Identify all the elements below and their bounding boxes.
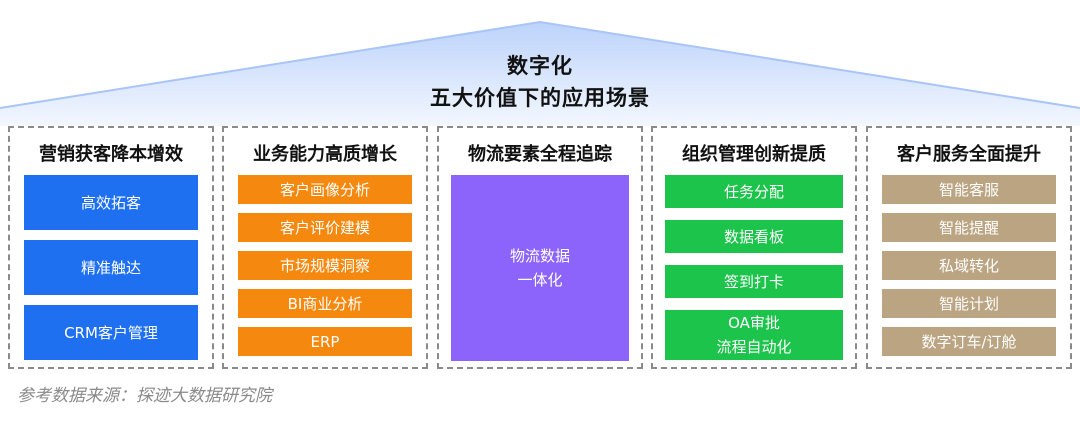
scenario-label: 任务分配	[723, 182, 784, 201]
scenario-box: 客户评价建模	[238, 213, 412, 242]
scenario-box: 精准触达	[24, 240, 198, 295]
column-title: 组织管理创新提质	[682, 144, 826, 165]
scenario-box: 高效拓客	[24, 175, 198, 230]
scenario-box: 智能计划	[882, 289, 1056, 318]
scenario-box: 签到打卡	[665, 265, 843, 298]
scenario-box: 数据看板	[665, 220, 843, 253]
scenario-label: ERP	[310, 332, 340, 351]
diagram-title-line-2: 五大价值下的应用场景	[430, 86, 650, 110]
scenario-box: 智能客服	[882, 175, 1056, 204]
scenario-box: 智能提醒	[882, 213, 1056, 242]
source-note: 参考数据来源：探迹大数据研究院	[17, 386, 272, 406]
scenario-box: 任务分配	[665, 175, 843, 208]
scenario-box: 市场规模洞察	[238, 251, 412, 280]
scenario-label: 数字订车/订舱	[921, 332, 1017, 351]
column-organization: 组织管理创新提质 任务分配 数据看板 签到打卡 OA审批 流程自动化	[651, 126, 857, 369]
scenario-box: 客户画像分析	[238, 175, 412, 204]
diagram-title-line-1: 数字化	[507, 54, 573, 78]
roof-graphic	[0, 20, 1080, 126]
column-business: 业务能力高质增长 客户画像分析 客户评价建模 市场规模洞察 BI商业分析 ERP	[222, 126, 428, 369]
scenario-label: 高效拓客	[80, 193, 141, 212]
scenario-label: 市场规模洞察	[279, 256, 370, 275]
column-title: 营销获客降本增效	[39, 144, 183, 165]
column-customer-service: 客户服务全面提升 智能客服 智能提醒 私域转化 智能计划 数字订车/订舱	[866, 126, 1072, 369]
scenario-label: 数据看板	[723, 227, 784, 246]
scenario-label: 智能客服	[938, 180, 999, 199]
column-title: 物流要素全程追踪	[468, 144, 612, 165]
scenario-label: 签到打卡	[723, 272, 784, 291]
scenario-box: OA审批 流程自动化	[665, 310, 843, 360]
scenario-label-line-2: 一体化	[517, 271, 563, 289]
scenario-label: 私域转化	[938, 256, 999, 275]
scenario-label: 智能提醒	[938, 218, 999, 237]
column-marketing: 营销获客降本增效 高效拓客 精准触达 CRM客户管理	[8, 126, 214, 369]
scenario-box: 数字订车/订舱	[882, 327, 1056, 356]
scenario-box: 物流数据 一体化	[451, 175, 629, 361]
column-logistics: 物流要素全程追踪 物流数据 一体化	[437, 126, 643, 369]
scenario-label: CRM客户管理	[64, 323, 158, 342]
scenario-label-line-1: OA审批	[728, 314, 780, 332]
scenario-box: BI商业分析	[238, 289, 412, 318]
scenario-label: 客户画像分析	[279, 180, 370, 199]
scenario-box: 私域转化	[882, 251, 1056, 280]
scenario-label: BI商业分析	[287, 294, 363, 313]
scenario-label-line-2: 流程自动化	[716, 338, 792, 356]
column-title: 业务能力高质增长	[253, 144, 397, 165]
scenario-label: 精准触达	[80, 258, 141, 277]
scenario-label-line-1: 物流数据	[509, 247, 570, 265]
scenario-box: ERP	[238, 327, 412, 356]
scenario-label: 客户评价建模	[279, 218, 370, 237]
column-title: 客户服务全面提升	[897, 144, 1041, 165]
scenario-box: CRM客户管理	[24, 305, 198, 360]
scenario-label: 智能计划	[938, 294, 999, 313]
